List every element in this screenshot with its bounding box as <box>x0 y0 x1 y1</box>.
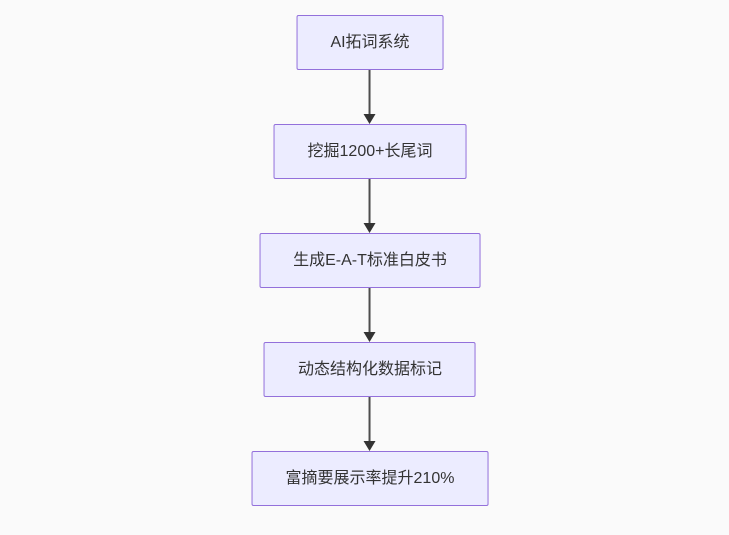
flow-node-label: AI拓词系统 <box>330 33 410 51</box>
arrowhead-down-icon <box>364 114 376 124</box>
edge-line <box>369 179 371 223</box>
flow-edge-b-c <box>364 179 376 233</box>
edge-line <box>369 70 371 114</box>
flow-node-ai-keyword-system: AI拓词系统 <box>296 15 444 70</box>
flow-node-label: 动态结构化数据标记 <box>297 360 442 378</box>
flow-node-label: 生成E-A-T标准白皮书 <box>293 251 447 269</box>
flow-node-label: 挖掘1200+长尾词 <box>307 142 433 160</box>
flow-node-longtail-mining: 挖掘1200+长尾词 <box>273 124 467 179</box>
edge-line <box>369 288 371 332</box>
arrowhead-down-icon <box>364 441 376 451</box>
flow-node-label: 富摘要展示率提升210% <box>285 469 455 487</box>
flow-node-eat-whitepaper: 生成E-A-T标准白皮书 <box>259 233 481 288</box>
flowchart: AI拓词系统 挖掘1200+长尾词 生成E-A-T标准白皮书 动态结构化数据标记 <box>251 15 489 506</box>
flow-edge-d-e <box>364 397 376 451</box>
arrowhead-down-icon <box>364 332 376 342</box>
edge-line <box>369 397 371 441</box>
flow-node-rich-snippet-rate: 富摘要展示率提升210% <box>251 451 489 506</box>
arrowhead-down-icon <box>364 223 376 233</box>
flow-edge-a-b <box>364 70 376 124</box>
flow-edge-c-d <box>364 288 376 342</box>
flow-node-structured-data-markup: 动态结构化数据标记 <box>263 342 476 397</box>
